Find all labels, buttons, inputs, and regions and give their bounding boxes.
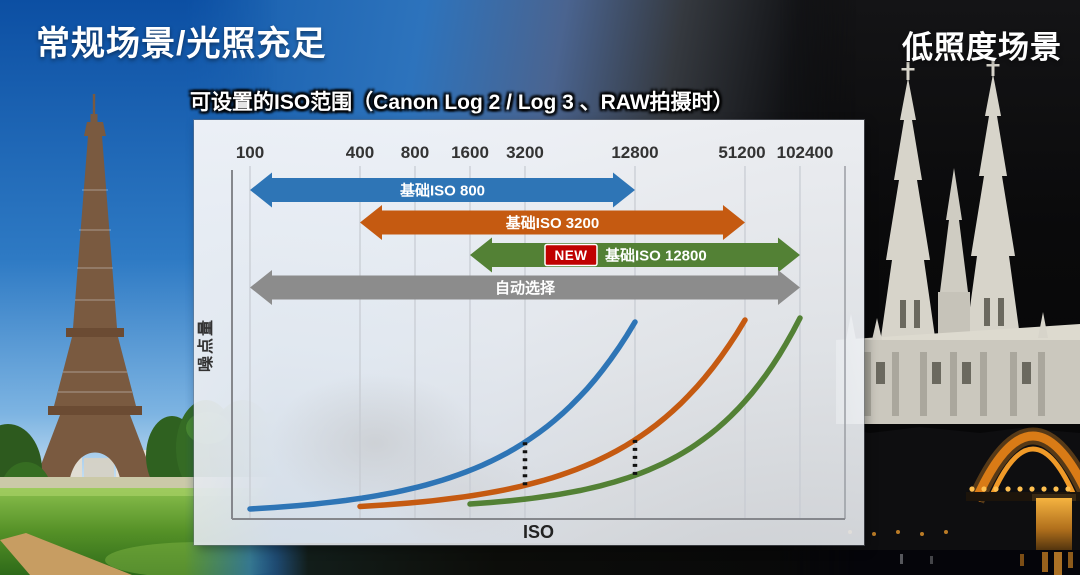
- x-tick-label-51200: 51200: [718, 143, 765, 162]
- chart-title: 可设置的ISO范围（Canon Log 2 / Log 3 、RAW拍摄时）: [190, 91, 734, 114]
- noise-curve-noise-base-iso-3200: [357, 317, 748, 510]
- range-arrow-label: 自动选择: [495, 279, 556, 297]
- eiffel-tower: [36, 94, 154, 478]
- new-badge-label: NEW: [554, 248, 587, 263]
- noise-curve-noise-base-iso-12800: [467, 315, 803, 507]
- y-axis-label: 噪点量: [196, 318, 215, 372]
- range-arrow-label: 基础ISO 800: [399, 182, 485, 200]
- heading-normal-scene: 常规场景/光照充足: [36, 25, 327, 63]
- range-arrow-label: 基础ISO 12800: [604, 247, 707, 265]
- noise-curve-noise-base-iso-800: [247, 319, 638, 512]
- water-reflections: [900, 552, 1073, 575]
- x-tick-label-400: 400: [346, 143, 374, 162]
- iso-range-arrow-4: [250, 270, 800, 305]
- river: [780, 550, 1080, 575]
- cathedral: [836, 58, 1080, 424]
- x-tick-label-1600: 1600: [451, 143, 489, 162]
- heading-lowlight-scene: 低照度场景: [902, 30, 1062, 65]
- x-tick-label-3200: 3200: [506, 143, 544, 162]
- x-tick-label-800: 800: [401, 143, 429, 162]
- new-badge: [544, 243, 598, 267]
- x-tick-label-100: 100: [236, 143, 264, 162]
- x-tick-label-12800: 12800: [611, 143, 658, 162]
- iso-range-arrow-2: [359, 205, 745, 240]
- iso-range-arrow-1: [250, 172, 635, 208]
- x-axis-label: ISO: [523, 522, 554, 542]
- grass-field: [0, 488, 280, 575]
- x-tick-label-102400: 102400: [777, 143, 834, 162]
- chart-panel: 100 400 800 1600 3200 12800 51200 102400 基础ISO 8…: [194, 120, 864, 545]
- hohenzollern-bridge: [966, 427, 1080, 550]
- iso-range-chart: 100 400 800 1600 3200 12800 51200 102400 基础ISO 8…: [196, 143, 846, 542]
- range-arrow-label: 基础ISO 3200: [505, 214, 599, 232]
